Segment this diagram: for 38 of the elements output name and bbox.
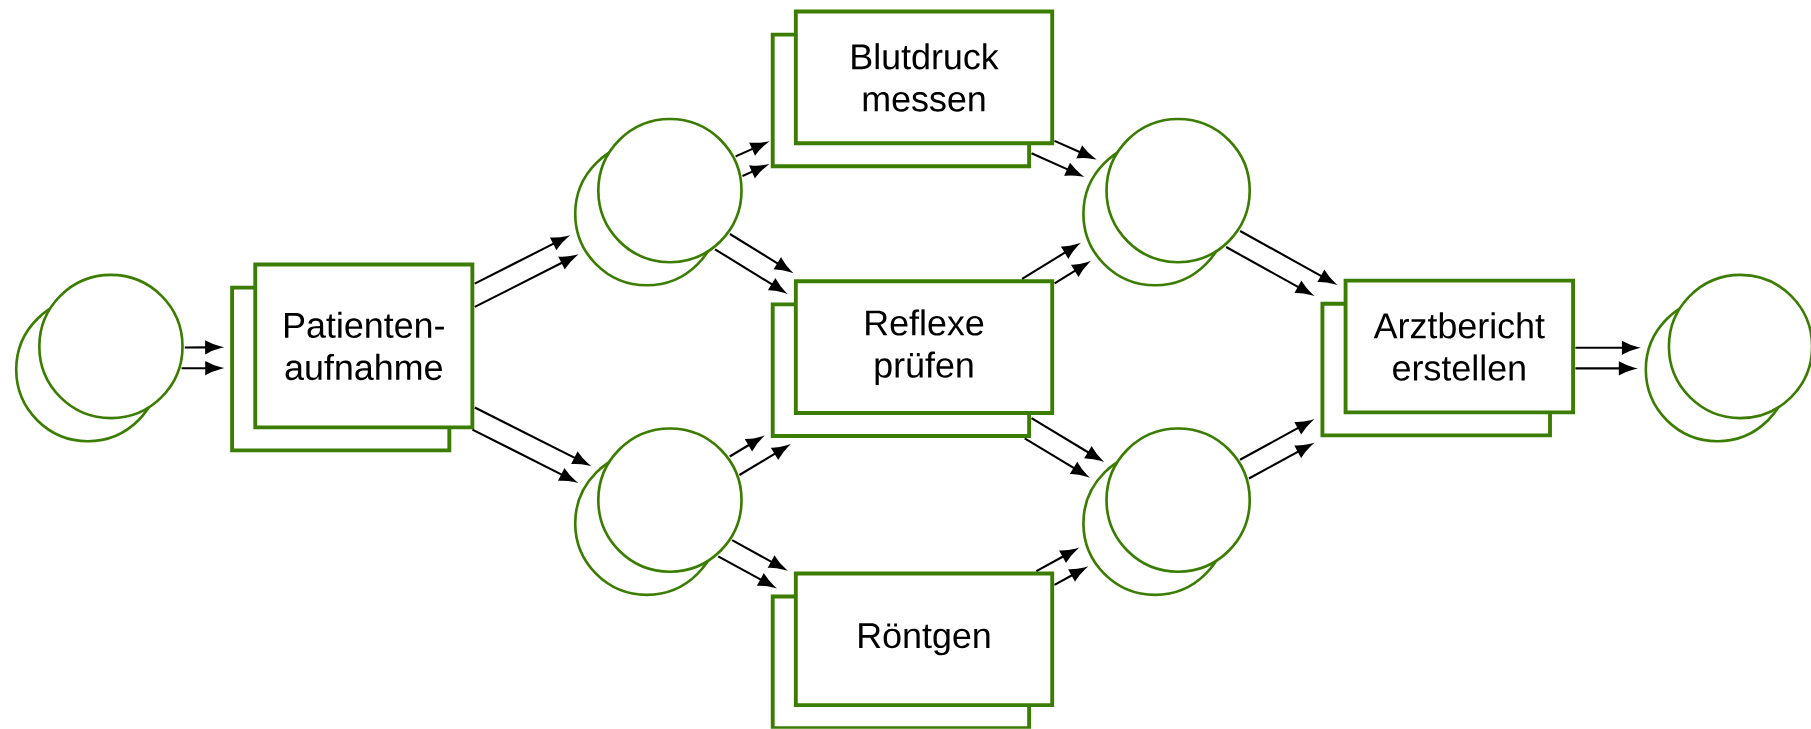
arrow — [1239, 230, 1335, 285]
arrow — [731, 539, 786, 570]
arrow — [1054, 567, 1086, 586]
transition-box-stack: Patienten- aufnahme — [230, 262, 475, 453]
transition-box-stack: Röntgen — [770, 571, 1055, 729]
place-circle-stack — [573, 117, 743, 287]
place-circle-stack — [1644, 273, 1811, 443]
transition-box-stack: Reflexe prüfen — [770, 279, 1055, 439]
arrow — [729, 436, 763, 458]
arrow — [1225, 246, 1312, 296]
arrow — [1575, 362, 1635, 375]
arrow — [184, 341, 221, 354]
transition-box-stack: Blutdruck messen — [770, 9, 1055, 169]
arrow — [474, 406, 589, 466]
transition-box-stack: Arztbericht erstellen — [1320, 278, 1575, 438]
arrow — [1030, 417, 1102, 461]
place-circle-stack — [14, 273, 184, 443]
arrow — [1054, 262, 1089, 285]
arrow — [729, 233, 791, 273]
place-circle-stack — [1082, 427, 1252, 597]
arrow — [1031, 152, 1082, 177]
arrow — [474, 236, 568, 285]
arrow — [1021, 244, 1079, 280]
place-circle-stack — [573, 427, 743, 597]
arrow — [1239, 420, 1312, 461]
arrow — [738, 445, 789, 476]
arrow — [181, 361, 221, 375]
arrow — [474, 255, 576, 308]
arrow — [714, 248, 786, 293]
arrow — [742, 164, 767, 178]
place-circle-stack — [1082, 117, 1252, 287]
arrow — [717, 555, 775, 588]
arrow — [1575, 341, 1638, 355]
arrow — [471, 428, 576, 483]
arrow — [735, 142, 767, 158]
arrow — [1248, 443, 1312, 480]
arrow — [1035, 548, 1077, 573]
arrow — [1024, 437, 1088, 477]
